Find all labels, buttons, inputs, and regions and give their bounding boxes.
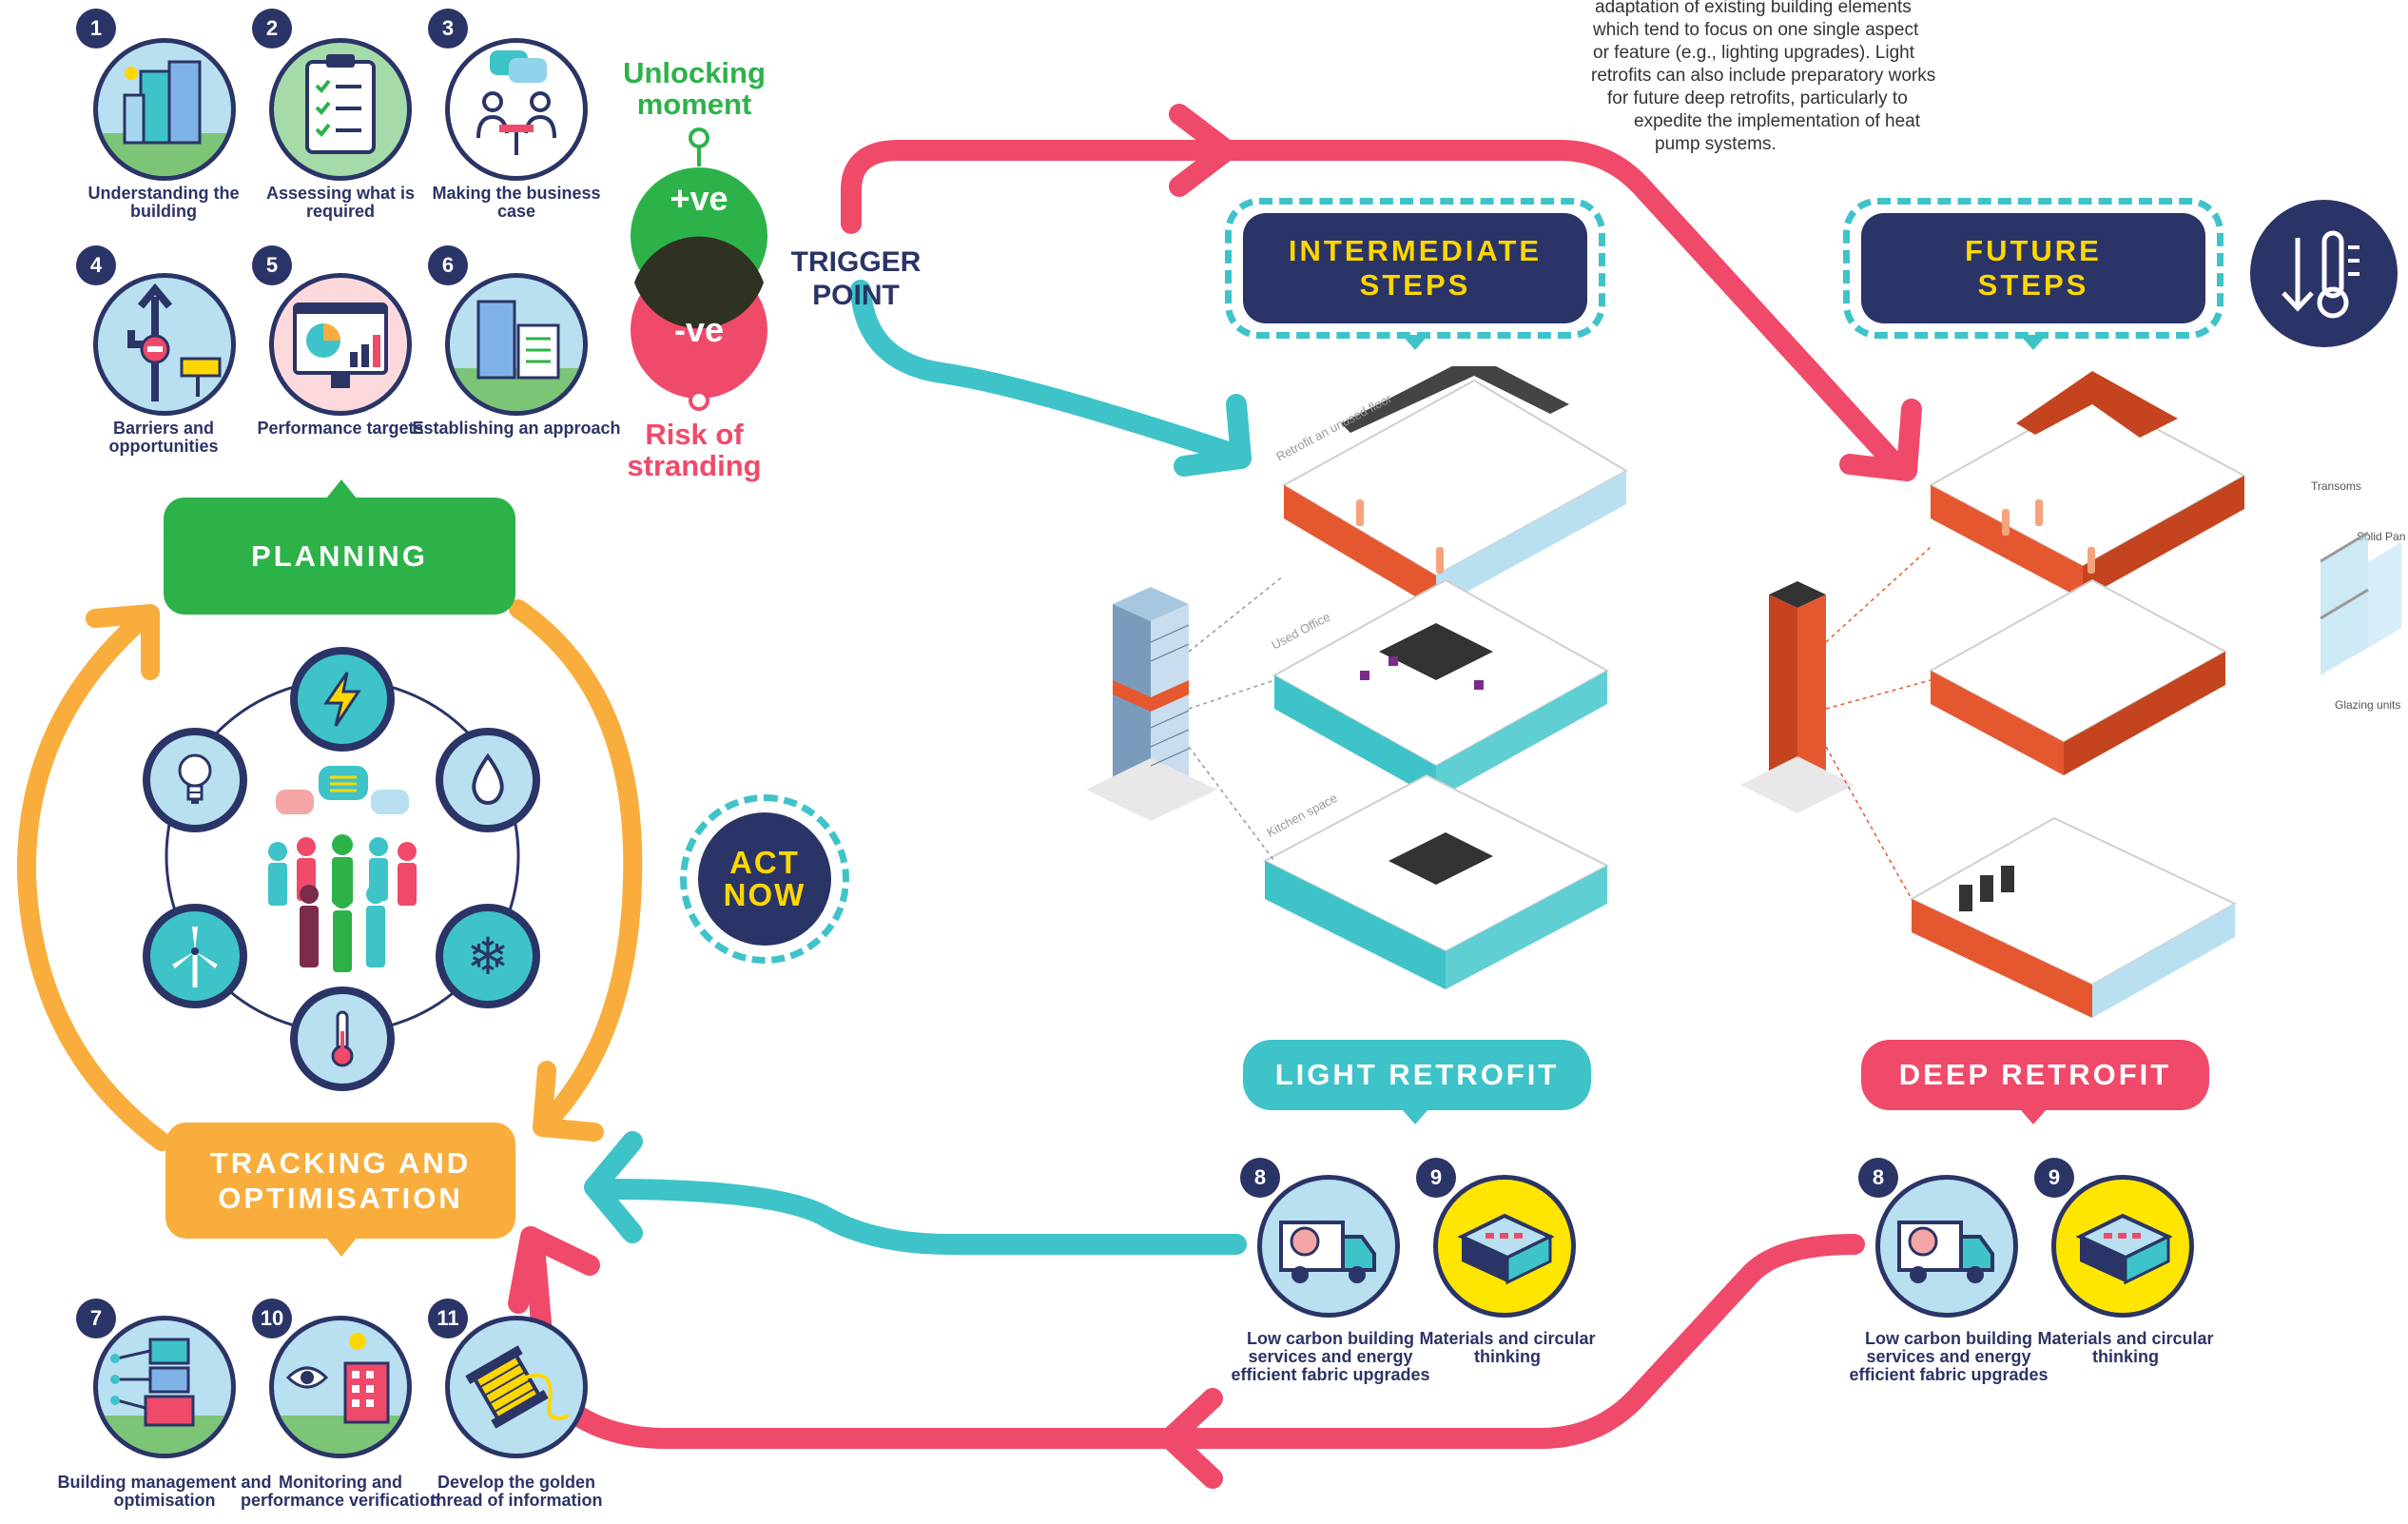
intro-line: retrofits can also include preparatory w… bbox=[1591, 66, 1936, 86]
delivery-truck-icon bbox=[1875, 1175, 2018, 1318]
trigger-point-label: TRIGGER POINT bbox=[790, 246, 922, 311]
intermediate-heading: INTERMEDIATE STEPS bbox=[1243, 213, 1587, 323]
step-number-badge: 4 bbox=[76, 245, 116, 285]
tracking-label: TRACKING AND OPTIMISATION bbox=[165, 1123, 515, 1239]
step-label: Monitoring and performance verification bbox=[240, 1473, 441, 1510]
act-now-label: ACT NOW bbox=[698, 812, 831, 946]
hub-wind bbox=[143, 904, 247, 1008]
step-label: Low carbon building services and energy … bbox=[1231, 1329, 1430, 1384]
step-number-badge: 9 bbox=[1416, 1158, 1456, 1198]
svg-text:Used Office: Used Office bbox=[1269, 610, 1332, 653]
glazing-label: Transoms bbox=[2311, 479, 2361, 493]
thermometer-icon bbox=[298, 994, 387, 1084]
glazing-panel-illustration bbox=[2320, 531, 2401, 675]
step-label: Materials and circular thinking bbox=[1419, 1329, 1596, 1366]
light-retrofit-badge: LIGHT RETROFIT bbox=[1243, 1040, 1591, 1110]
future-heading: FUTURE STEPS bbox=[1861, 213, 2205, 323]
positive-label: +ve bbox=[670, 179, 728, 218]
intro-line: for future deep retrofits, particularly … bbox=[1607, 88, 1908, 108]
tracking-pointer bbox=[326, 1238, 357, 1257]
negative-label: -ve bbox=[673, 310, 725, 349]
intro-line: which tend to focus on one single aspect bbox=[1593, 20, 1919, 40]
step-label: Assessing what is required bbox=[265, 184, 416, 221]
planning-pointer bbox=[326, 479, 357, 498]
intro-line: pump systems. bbox=[1655, 134, 1777, 154]
hub-snowflake: ❄ bbox=[436, 904, 540, 1008]
step-label: Materials and circular thinking bbox=[2037, 1329, 2214, 1366]
eye-building-icon bbox=[269, 1316, 412, 1458]
stakeholders-group-icon bbox=[257, 761, 428, 980]
planning-label: PLANNING bbox=[164, 498, 515, 615]
light-retrofit-pointer bbox=[1402, 1109, 1428, 1124]
building-checklist-icon bbox=[445, 273, 588, 416]
step-label: Barriers and opportunities bbox=[108, 419, 219, 456]
step-number-badge: 3 bbox=[428, 9, 468, 49]
step-label: Building management and optimisation bbox=[57, 1473, 272, 1510]
step-number-badge: 5 bbox=[252, 245, 292, 285]
hub-lightbulb bbox=[143, 728, 247, 832]
step-number-badge: 7 bbox=[76, 1299, 116, 1338]
step-number-badge: 1 bbox=[76, 9, 116, 49]
thermometer-down-icon bbox=[2250, 200, 2398, 347]
building-network-icon bbox=[93, 1316, 236, 1458]
hub-thermometer bbox=[290, 987, 395, 1091]
glazing-label: Solid Pan bbox=[2357, 530, 2406, 543]
step-number-badge: 9 bbox=[2034, 1158, 2074, 1198]
intro-line: or feature (e.g., lighting upgrades). Li… bbox=[1593, 43, 1914, 63]
dashboard-chart-icon bbox=[269, 273, 412, 416]
lightning-icon bbox=[298, 655, 387, 744]
water-drop-icon bbox=[443, 735, 533, 825]
act-now-badge[interactable]: ACT NOW bbox=[680, 794, 849, 964]
intro-line: adaptation of existing building elements bbox=[1595, 0, 1912, 17]
thread-spool-icon bbox=[445, 1316, 588, 1458]
intermediate-building-illustration: Retrofit an unused floor Used Office Kit… bbox=[1086, 366, 1629, 989]
deep-retrofit-pointer bbox=[2020, 1109, 2047, 1124]
intro-line: expedite the implementation of heat bbox=[1634, 111, 1921, 131]
recycled-material-icon bbox=[1433, 1175, 1576, 1318]
step-label: Develop the golden thread of information bbox=[430, 1473, 603, 1510]
deep-retrofit-badge: DEEP RETROFIT bbox=[1861, 1040, 2209, 1110]
intro-paragraph: adaptation of existing building elements… bbox=[1522, 0, 2016, 156]
step-number-badge: 6 bbox=[428, 245, 468, 285]
step-label: Establishing an approach bbox=[412, 419, 621, 438]
step-number-badge: 8 bbox=[1240, 1158, 1280, 1198]
recycled-material-icon bbox=[2051, 1175, 2194, 1318]
step-label: Understanding the building bbox=[87, 184, 240, 221]
risk-of-stranding-label: Risk of stranding bbox=[627, 418, 762, 482]
step-label: Performance targets bbox=[257, 419, 424, 438]
meeting-people-icon bbox=[445, 38, 588, 181]
step-number-badge: 10 bbox=[252, 1299, 292, 1338]
trigger-venn-diagram bbox=[631, 127, 767, 411]
lightbulb-icon bbox=[150, 735, 240, 825]
hub-lightning bbox=[290, 647, 395, 752]
step-label: Low carbon building services and energy … bbox=[1849, 1329, 2049, 1384]
future-heading-pointer bbox=[2020, 335, 2047, 350]
step-number-badge: 8 bbox=[1858, 1158, 1898, 1198]
delivery-truck-icon bbox=[1257, 1175, 1400, 1318]
clipboard-checklist-icon bbox=[269, 38, 412, 181]
glazing-label: Glazing units bbox=[2335, 698, 2401, 712]
step-number-badge: 11 bbox=[428, 1299, 468, 1338]
road-sign-icon bbox=[93, 273, 236, 416]
unlocking-moment-label: Unlocking moment bbox=[623, 56, 766, 121]
hub-water bbox=[436, 728, 540, 832]
wind-turbine-icon bbox=[150, 911, 240, 1001]
step-label: Making the business case bbox=[432, 184, 601, 221]
intermediate-heading-pointer bbox=[1402, 335, 1428, 350]
step-number-badge: 2 bbox=[252, 9, 292, 49]
future-building-illustration bbox=[1740, 371, 2244, 1018]
snowflake-icon: ❄ bbox=[443, 911, 533, 1001]
building-icon bbox=[93, 38, 236, 181]
